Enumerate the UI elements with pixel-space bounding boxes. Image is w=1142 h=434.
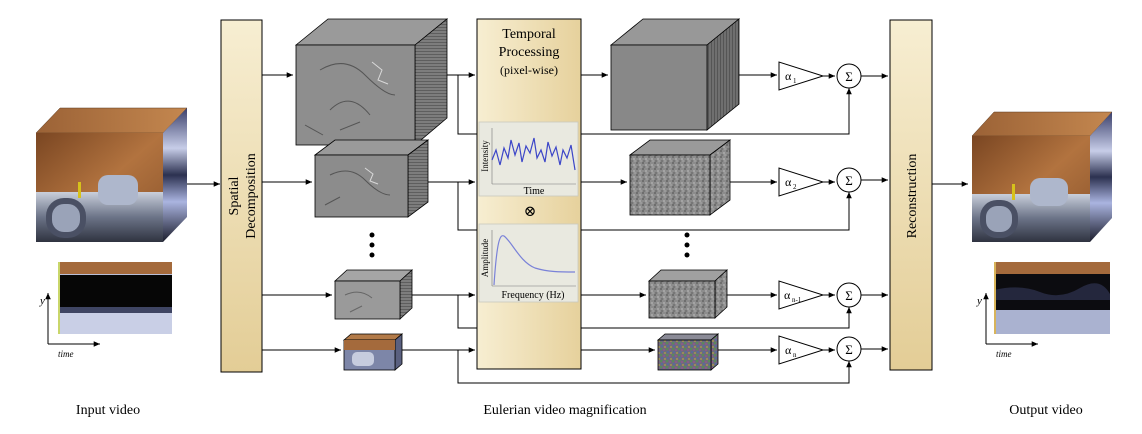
svg-text:Σ: Σ	[845, 342, 853, 357]
svg-text:α: α	[785, 69, 792, 83]
output-axis-time: time	[996, 349, 1012, 359]
svg-text:Σ: Σ	[845, 288, 853, 303]
svg-text:2: 2	[793, 183, 797, 191]
output-slice-axes: y time	[976, 293, 1038, 359]
filtered-cube-n-minus-1	[647, 269, 729, 319]
filtered-cube-1	[609, 18, 741, 131]
sum-node-2: Σ	[836, 167, 862, 193]
output-video-caption: Output video	[1009, 403, 1083, 418]
amplifier-alpha-n-minus-1: α n-1	[778, 280, 825, 310]
ellipsis-left	[369, 232, 375, 258]
level2-band-cube	[313, 139, 430, 218]
input-video-caption: Input video	[76, 403, 140, 418]
amplitude-xlabel: Frequency (Hz)	[501, 290, 564, 301]
amplitude-ylabel: Amplitude	[480, 239, 490, 278]
svg-text:Σ: Σ	[845, 173, 853, 188]
amplifier-alpha-n: α n	[778, 335, 825, 365]
svg-text:n-1: n-1	[792, 296, 802, 304]
output-slice-image	[994, 262, 1110, 334]
svg-text:Σ: Σ	[845, 69, 853, 84]
ellipsis-right	[684, 232, 690, 258]
amplifier-alpha-2: α 2	[778, 167, 825, 197]
amplitude-curve	[493, 235, 576, 286]
output-axis-y: y	[976, 295, 982, 307]
level-n-minus-1-band-cube	[333, 269, 414, 320]
spatial-decomposition-panel: Spatial Decomposition	[220, 19, 263, 373]
input-slice-axes: y time	[39, 293, 100, 359]
temporal-label-line3: (pixel-wise)	[500, 63, 558, 77]
input-axis-y: y	[39, 295, 45, 307]
reconstruction-panel: Reconstruction	[889, 19, 933, 371]
amplitude-plot: Amplitude Frequency (Hz)	[478, 223, 579, 303]
level1-band-cube	[294, 18, 449, 146]
temporal-label-line1: Temporal	[502, 27, 556, 42]
temporal-label-line2: Processing	[499, 45, 560, 60]
intensity-plot: Intensity Time	[478, 121, 579, 197]
filtered-cube-2	[628, 139, 732, 216]
svg-text:α: α	[784, 288, 791, 302]
svg-text:α: α	[785, 343, 792, 357]
reconstruction-label: Reconstruction	[905, 154, 920, 239]
input-axis-time: time	[58, 349, 74, 359]
intensity-ylabel: Intensity	[480, 140, 490, 172]
svg-text:α: α	[785, 175, 792, 189]
output-video-cube	[971, 111, 1113, 242]
eulerian-caption: Eulerian video magnification	[483, 403, 646, 418]
svg-text:1: 1	[793, 77, 797, 85]
sum-node-1: Σ	[836, 63, 862, 89]
spatial-label-line1: Spatial	[227, 176, 242, 215]
convolution-operator: ⊗	[524, 204, 537, 220]
input-video-cube	[35, 107, 188, 242]
intensity-xlabel: Time	[524, 186, 545, 197]
level-n-band-cube	[342, 333, 404, 371]
svg-text:n: n	[793, 351, 797, 359]
filtered-cube-n	[656, 333, 720, 371]
sum-node-n: Σ	[836, 336, 862, 362]
intensity-curve	[491, 137, 576, 171]
amplifier-alpha-1: α 1	[778, 61, 825, 91]
input-slice-image	[58, 262, 172, 334]
sum-node-n-minus-1: Σ	[836, 282, 862, 308]
spatial-label-line2: Decomposition	[244, 153, 259, 239]
